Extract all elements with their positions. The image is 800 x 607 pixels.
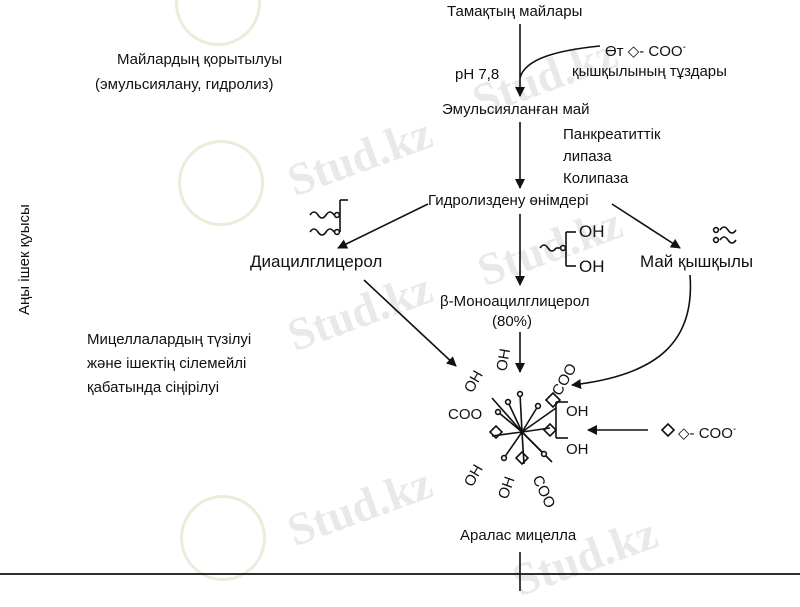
fatty-acids-label: Май қышқылы	[640, 252, 754, 271]
digestion-subtitle: (эмульсиялану, гидролиз)	[95, 76, 274, 93]
micelle-formation-line-2: және ішектің сілемейлі	[87, 355, 247, 372]
diacylglycerol-structure-icon	[309, 199, 348, 236]
bile-coo-charge: -	[732, 424, 737, 435]
fatty-acid-icon	[712, 226, 737, 244]
monoacylglycerol-percent: (80%)	[492, 313, 533, 330]
arrow-fatty-to-micelle	[571, 274, 692, 389]
hydrolysis-products-label: Гидролиздену өнімдері	[428, 192, 589, 209]
watermark-logo	[180, 495, 266, 581]
arrow-to-fatty-acids	[611, 203, 681, 249]
ph-label: pH 7,8	[455, 66, 500, 83]
small-intestine-label: Аңы ішек қуысы	[16, 204, 33, 315]
bile-coo-text: ◇- COO	[678, 425, 733, 442]
micelle-oh-label: OH	[493, 347, 515, 373]
bile-acid-label: Өт ◇- COO-	[605, 38, 686, 62]
mono-oh-top: OH	[579, 222, 605, 241]
bile-acid-charge: -	[682, 42, 686, 53]
arrow-to-diacylglycerol	[337, 203, 429, 249]
micelle-coo-label: COO	[448, 406, 483, 423]
micelle-oh-label: OH	[566, 403, 589, 420]
colipase-label: Колипаза	[563, 170, 629, 187]
digestion-title: Майлардың қорытылуы	[117, 51, 283, 68]
micelle-oh-label: OH	[566, 441, 589, 458]
bile-coo-label: ◇- COO-	[678, 420, 736, 444]
arrow-diacyl-to-micelle	[363, 279, 457, 367]
dietary-fats-label: Тамақтың майлары	[447, 3, 583, 20]
mixed-micelle-icon	[488, 390, 568, 466]
lipase-label: липаза	[563, 148, 612, 165]
monoacylglycerol-structure-icon	[539, 231, 576, 267]
mono-oh-bottom: OH	[579, 257, 605, 276]
diagram-canvas	[0, 24, 800, 591]
monoacylglycerol-label: β-Моноацилглицерол	[440, 293, 590, 310]
diacylglycerol-label: Диацилглицерол	[250, 252, 383, 271]
watermark-logo	[178, 140, 264, 226]
micelle-formation-line-1: Мицеллалардың түзілуі	[87, 331, 252, 348]
bile-salts-curve	[519, 45, 601, 79]
bile-salts-label: қышқылының тұздары	[572, 63, 727, 80]
bile-acid-text: Өт ◇- COO	[605, 43, 683, 60]
emulsified-fat-label: Эмульсияланған май	[442, 101, 590, 118]
micelle-formation-line-3: қабатында сіңірілуі	[87, 379, 220, 396]
pancreatic-label: Панкреатиттік	[563, 126, 661, 143]
bile-acid-diamond-icon	[660, 422, 676, 438]
mixed-micelle-label: Аралас мицелла	[460, 527, 577, 544]
